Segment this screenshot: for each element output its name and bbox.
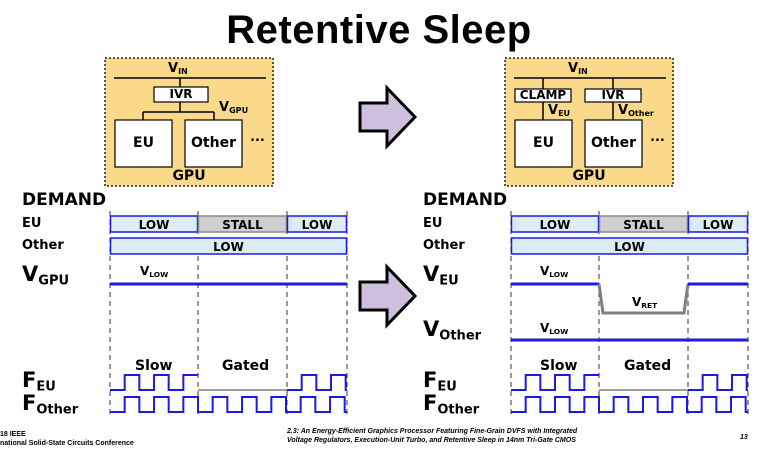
fother-waveform (110, 396, 347, 413)
row-label-fother: FOther (22, 391, 79, 418)
phase-label-gated: Gated (222, 358, 270, 374)
eu-demand-label: STALL (623, 218, 664, 232)
eu-demand-segment (109, 215, 199, 233)
page-number: 13 (740, 434, 748, 441)
vlow-label-eu: VLOW (540, 264, 569, 279)
more-units-ellipsis: ... (250, 130, 265, 145)
other-demand-segment (109, 237, 348, 255)
row-label-eu: EU (423, 216, 443, 231)
more-units-ellipsis: ... (650, 130, 665, 145)
vin-label: VIN (168, 61, 188, 76)
ivr-label: IVR (601, 88, 625, 102)
row-label-vgpu: VGPU (22, 262, 70, 289)
gpu-block-before (104, 57, 274, 187)
feu-waveform-slow (287, 374, 347, 391)
feu-waveform-slow (688, 374, 748, 391)
transition-arrow-bottom-icon (358, 263, 418, 329)
vret-label: VRET (632, 295, 658, 310)
eu-demand-segment (510, 215, 600, 233)
row-label-fother: FOther (423, 391, 480, 418)
eu-demand-segment (197, 215, 288, 233)
veu-waveform-ret (597, 283, 690, 315)
row-label-eu: EU (22, 216, 42, 231)
footer-line: Voltage Regulators, Execution-Unit Turbo… (287, 437, 576, 444)
row-label-veu: VEU (423, 262, 459, 289)
eu-demand-label: STALL (222, 218, 263, 232)
ivr-label: IVR (169, 87, 193, 101)
eu-demand-segment (598, 215, 689, 233)
feu-waveform-slow (110, 374, 198, 391)
eu-demand-label: LOW (540, 218, 571, 232)
timeline-after: LOW STALL LOW LOW (510, 211, 749, 418)
transition-arrow-top-icon (358, 84, 418, 150)
other-demand-segment (510, 237, 749, 255)
row-label-vother: VOther (423, 317, 482, 344)
veu-rail-label: VEU (548, 103, 571, 118)
gpu-block-after (504, 57, 674, 187)
demand-heading: DEMAND (22, 190, 107, 210)
demand-heading: DEMAND (423, 190, 508, 210)
eu-unit-label: EU (133, 135, 154, 151)
feu-waveform-slow (511, 374, 599, 391)
other-demand-label: LOW (614, 240, 645, 254)
timeline-before: LOW STALL LOW LOW (109, 211, 348, 418)
eu-unit-label: EU (533, 135, 554, 151)
footer-line: 18 IEEE (0, 431, 26, 438)
row-label-feu: FEU (22, 368, 56, 395)
other-demand-label: LOW (213, 240, 244, 254)
row-label-other: Other (22, 238, 64, 253)
gpu-label: GPU (172, 168, 206, 184)
fother-waveform (511, 396, 748, 413)
clamp-label: CLAMP (519, 88, 567, 102)
phase-label-gated: Gated (624, 358, 672, 374)
vin-label: VIN (568, 61, 588, 76)
footer-conference: 18 IEEE national Solid-State Circuits Co… (0, 430, 134, 448)
other-unit-box (584, 119, 643, 168)
eu-unit-box (514, 119, 573, 168)
footer-paper-title: 2.3: An Energy-Efficient Graphics Proces… (287, 427, 577, 445)
footer-line: 2.3: An Energy-Efficient Graphics Proces… (287, 428, 578, 435)
eu-demand-segment (286, 215, 348, 233)
vlow-label-other: VLOW (540, 321, 569, 336)
vother-rail-label: VOther (618, 103, 654, 118)
eu-demand-segment (687, 215, 749, 233)
vgpu-rail-label: VGPU (219, 100, 249, 115)
vlow-label: VLOW (140, 264, 169, 279)
other-unit-label: Other (591, 135, 636, 151)
other-unit-label: Other (191, 135, 236, 151)
footer-line: national Solid-State Circuits Conference (0, 440, 134, 447)
eu-demand-label: LOW (703, 218, 734, 232)
eu-demand-label: LOW (139, 218, 170, 232)
gpu-label: GPU (572, 168, 606, 184)
eu-unit-box (114, 119, 173, 168)
row-label-feu: FEU (423, 368, 457, 395)
row-label-other: Other (423, 238, 465, 253)
other-unit-box (184, 119, 243, 168)
phase-label-slow: Slow (135, 358, 173, 374)
ivr-box (153, 86, 209, 103)
eu-demand-label: LOW (302, 218, 333, 232)
slide-title: Retentive Sleep (226, 8, 532, 52)
phase-label-slow: Slow (540, 358, 578, 374)
